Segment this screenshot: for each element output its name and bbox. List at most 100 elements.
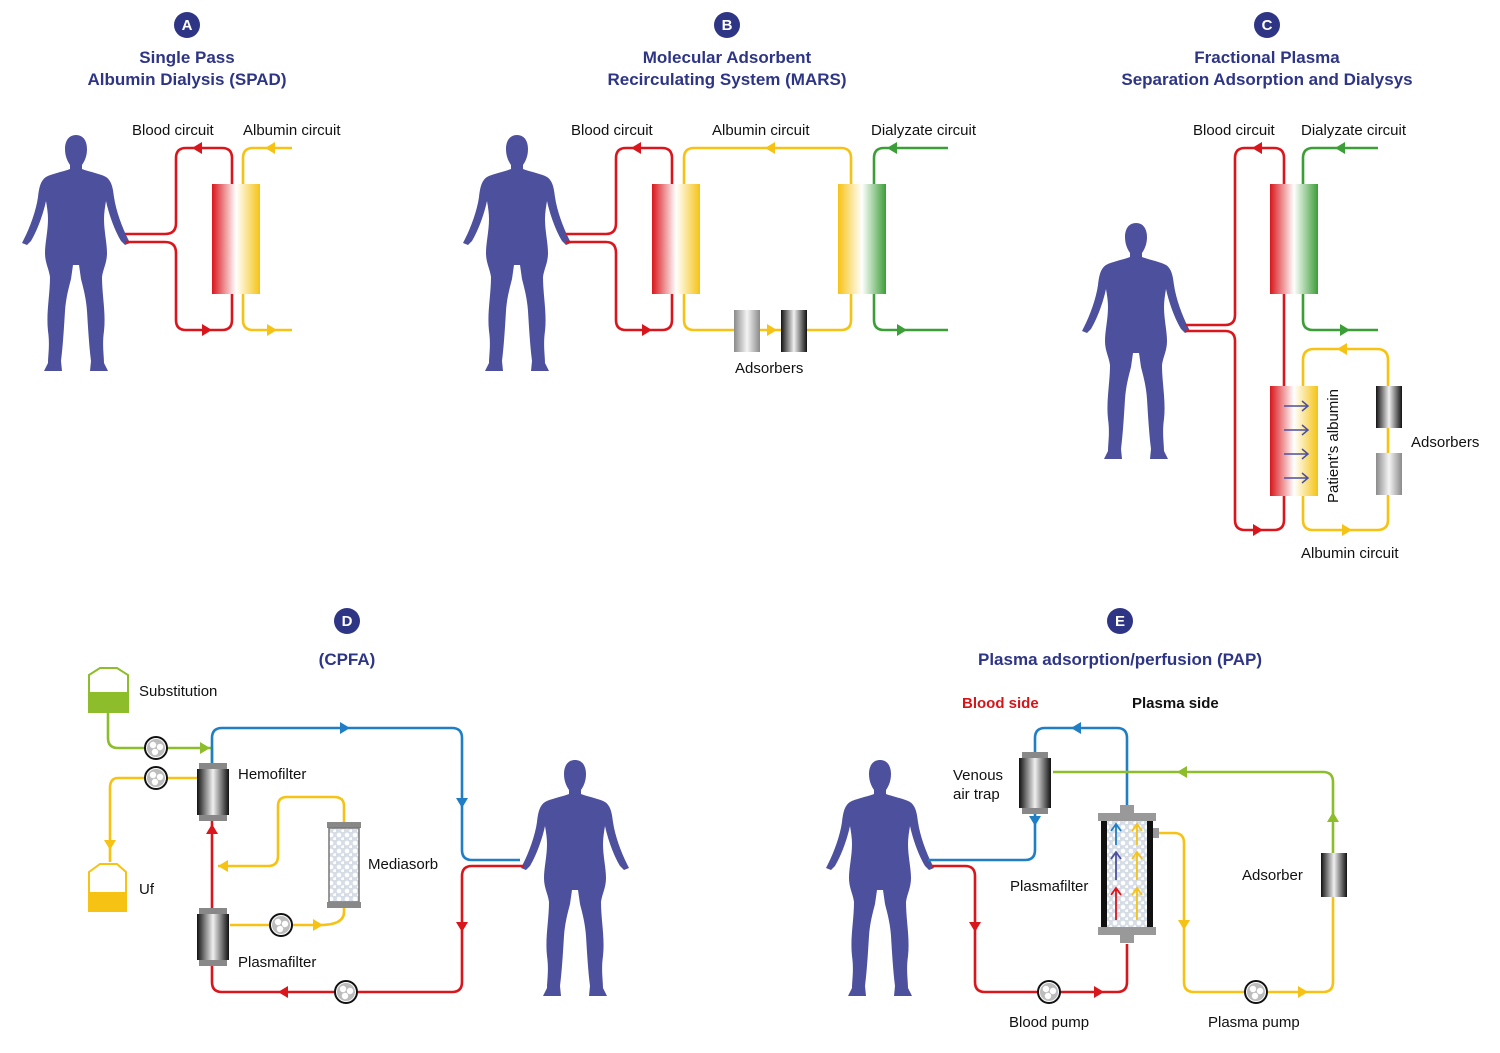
label-hemofilter: Hemofilter [238, 766, 306, 783]
dialyzer [838, 184, 886, 294]
blood-circuit-line [566, 146, 674, 236]
panel-d-title: (CPFA) [319, 650, 376, 669]
panel-c-title-line1: Fractional Plasma [1194, 48, 1340, 67]
dialyzate-circuit-line [1301, 294, 1378, 332]
blood-line [210, 864, 524, 994]
pump-icon [269, 913, 293, 937]
label-dialyzate-circuit: Dialyzate circuit [871, 122, 977, 139]
plasmafilter-wall [1147, 821, 1153, 927]
blood-circuit-line [125, 146, 234, 236]
albumin-circuit-line [682, 146, 853, 184]
label-air-trap: air trap [953, 786, 1000, 803]
badge-a-letter: A [182, 17, 193, 34]
label-substitution: Substitution [139, 683, 217, 700]
flow-arrow [1178, 920, 1190, 930]
label-albumin-circuit: Albumin circuit [712, 122, 810, 139]
label-plasmafilter: Plasmafilter [238, 954, 316, 971]
blood-circuit-line [125, 240, 234, 332]
dialyzate-circuit-line [1301, 146, 1378, 184]
albumin-circuit-line [1301, 494, 1390, 532]
label-adsorbers: Adsorbers [1411, 434, 1479, 451]
blood-line [932, 864, 1129, 994]
badge-b-letter: B [722, 17, 733, 34]
air-trap-cap [1022, 808, 1048, 814]
pump-icon [144, 766, 168, 790]
pump-icon [1244, 980, 1268, 1004]
label-plasmafilter: Plasmafilter [1010, 878, 1088, 895]
mediasorb-column [328, 827, 360, 903]
badge-b [714, 12, 740, 38]
panel-c: C Fractional Plasma Separation Adsorptio… [1082, 12, 1479, 562]
flow-arrow [192, 142, 202, 154]
hemofilter-cap [199, 815, 227, 821]
flow-arrow [1298, 986, 1308, 998]
plasmafilter [1101, 821, 1153, 927]
substitution-line [1053, 770, 1335, 853]
plasmafilter-port [1153, 828, 1159, 838]
return-line [928, 812, 1037, 862]
plasma-line [218, 795, 346, 868]
plasmafilter [197, 914, 229, 960]
blood-circuit-line [1185, 329, 1286, 532]
label-blood-side: Blood side [962, 695, 1039, 712]
human-figure [463, 135, 571, 371]
adsorber-cartridge [781, 310, 807, 352]
flow-arrow [456, 922, 468, 932]
flow-arrow [313, 919, 323, 931]
label-adsorber: Adsorber [1242, 867, 1303, 884]
flow-arrow [767, 324, 777, 336]
flow-arrow [1071, 722, 1081, 734]
panel-b-title-line1: Molecular Adsorbent [643, 48, 812, 67]
plasmafilter-cap [1098, 813, 1156, 821]
label-plasma-pump: Plasma pump [1208, 1014, 1300, 1031]
label-adsorbers: Adsorbers [735, 360, 803, 377]
human-figure [521, 760, 629, 996]
plasma-separator [1270, 386, 1318, 496]
panel-a-title-line1: Single Pass [139, 48, 234, 67]
dialyzate-circuit-line [872, 146, 948, 184]
label-dialyzate-circuit: Dialyzate circuit [1301, 122, 1407, 139]
flow-arrow [1252, 142, 1262, 154]
flow-arrow [340, 722, 350, 734]
human-figure [1082, 223, 1190, 459]
albumin-circuit-line [241, 294, 292, 332]
panel-c-title-line2: Separation Adsorption and Dialysys [1121, 70, 1412, 89]
ultrafiltrate-line [108, 776, 199, 862]
flow-arrow [1253, 524, 1263, 536]
mediasorb-cap [327, 902, 361, 908]
adsorber-cartridge [1321, 853, 1347, 897]
label-uf: Uf [139, 881, 155, 898]
plasmafilter-wall [1101, 821, 1107, 927]
adsorber-cartridge [734, 310, 760, 352]
label-venous: Venous [953, 767, 1003, 784]
uf-bag-fill [89, 892, 126, 911]
label-blood-circuit: Blood circuit [1193, 122, 1276, 139]
plasmafilter-cap [1098, 927, 1156, 935]
flow-arrow [1337, 343, 1347, 355]
flow-arrow [218, 860, 228, 872]
label-blood-circuit: Blood circuit [571, 122, 654, 139]
label-plasma-side: Plasma side [1132, 695, 1219, 712]
badge-a [174, 12, 200, 38]
flow-arrow [278, 986, 288, 998]
albumin-circuit-line [241, 146, 292, 184]
pump-icon [1037, 980, 1061, 1004]
flow-arrow [202, 324, 212, 336]
dialyzer [212, 184, 260, 294]
substitution-bag-fill [89, 692, 128, 712]
adsorber-cartridge [1376, 386, 1402, 428]
flow-arrow [1327, 812, 1339, 822]
flow-arrow [969, 922, 981, 932]
return-line [210, 726, 520, 862]
badge-c [1254, 12, 1280, 38]
plasmafilter-port [1120, 935, 1134, 943]
flow-arrow [1342, 524, 1352, 536]
filtration-arrows [1110, 822, 1143, 920]
flow-arrow [267, 324, 277, 336]
label-blood-pump: Blood pump [1009, 1014, 1089, 1031]
plasmafilter-cap [199, 960, 227, 966]
dialyzer [652, 184, 700, 294]
venous-air-trap [1019, 758, 1051, 808]
flow-arrow [897, 324, 907, 336]
